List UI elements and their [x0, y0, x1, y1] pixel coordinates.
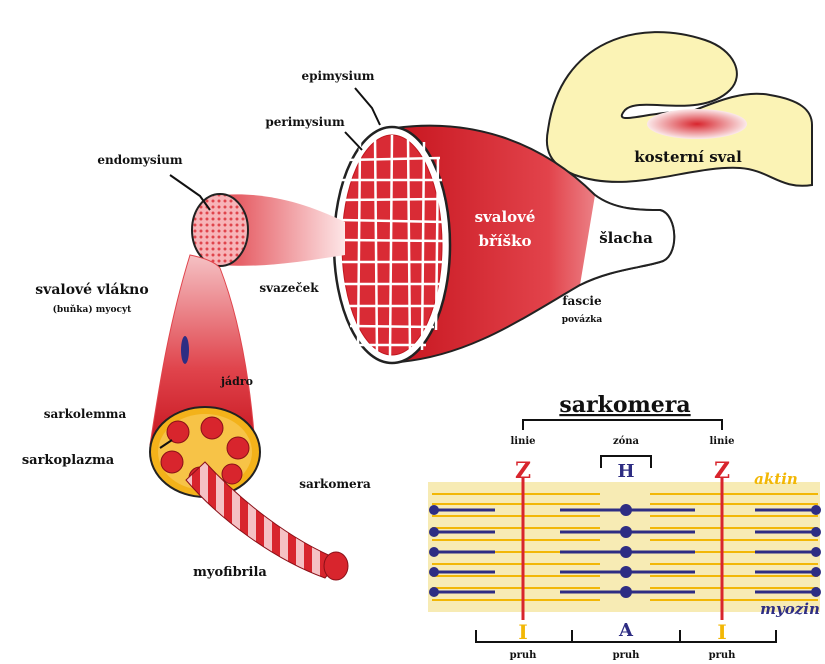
label-line-right: linie	[709, 436, 734, 447]
label-zone-h: zóna	[613, 436, 640, 447]
band-label-right: pruh	[709, 650, 737, 661]
label-belly-line1: svalové	[475, 208, 536, 226]
label-sarcolemma: sarkolemma	[44, 407, 127, 421]
myosin-label: myozin	[760, 600, 820, 618]
label-muscle-fiber: svalové vlákno	[35, 282, 148, 298]
sarcomere-bracket	[523, 420, 722, 430]
label-fascia: fascie	[562, 294, 602, 308]
label-fascia-sub: povázka	[562, 314, 603, 325]
band-label-left: pruh	[510, 650, 538, 661]
arm-silhouette: kosterní sval	[547, 32, 812, 186]
label-epimysium: epimysium	[302, 69, 375, 83]
actin-label: aktin	[754, 470, 798, 488]
a-label: A	[618, 620, 634, 641]
label-perimysium: perimysium	[265, 115, 345, 129]
label-belly-line2: bříško	[479, 232, 532, 250]
i-label-right: I	[717, 620, 726, 644]
label-muscle-fiber-sub: (buňka) myocyt	[53, 304, 133, 315]
band-label-mid: pruh	[613, 650, 641, 661]
h-label: H	[617, 461, 634, 482]
sarcomere-title: sarkomera	[559, 392, 690, 418]
label-sarcoplasm: sarkoplazma	[22, 453, 115, 468]
label-nucleus: jádro	[220, 375, 253, 388]
z-label-right: Z	[714, 458, 730, 484]
fascicle	[192, 194, 345, 266]
myofibril-end	[324, 552, 348, 580]
label-fascicle: svazeček	[259, 281, 319, 295]
i-label-left: I	[518, 620, 527, 644]
label-myofibril: myofibrila	[193, 565, 267, 580]
muscle-fiber	[150, 255, 348, 580]
label-skeletal-muscle: kosterní sval	[634, 148, 742, 166]
fascicle-cross-section	[192, 194, 248, 266]
label-sarcomere-small: sarkomera	[299, 477, 371, 491]
label-tendon: šlacha	[599, 229, 653, 247]
sarcomere-diagram: sarkomera linie linie zóna	[428, 392, 821, 661]
arm-muscle-spindle	[647, 109, 747, 139]
z-label-left: Z	[515, 458, 531, 484]
label-line-left: linie	[510, 436, 535, 447]
label-endomysium: endomysium	[97, 153, 182, 167]
fiber-nucleus	[181, 336, 189, 364]
